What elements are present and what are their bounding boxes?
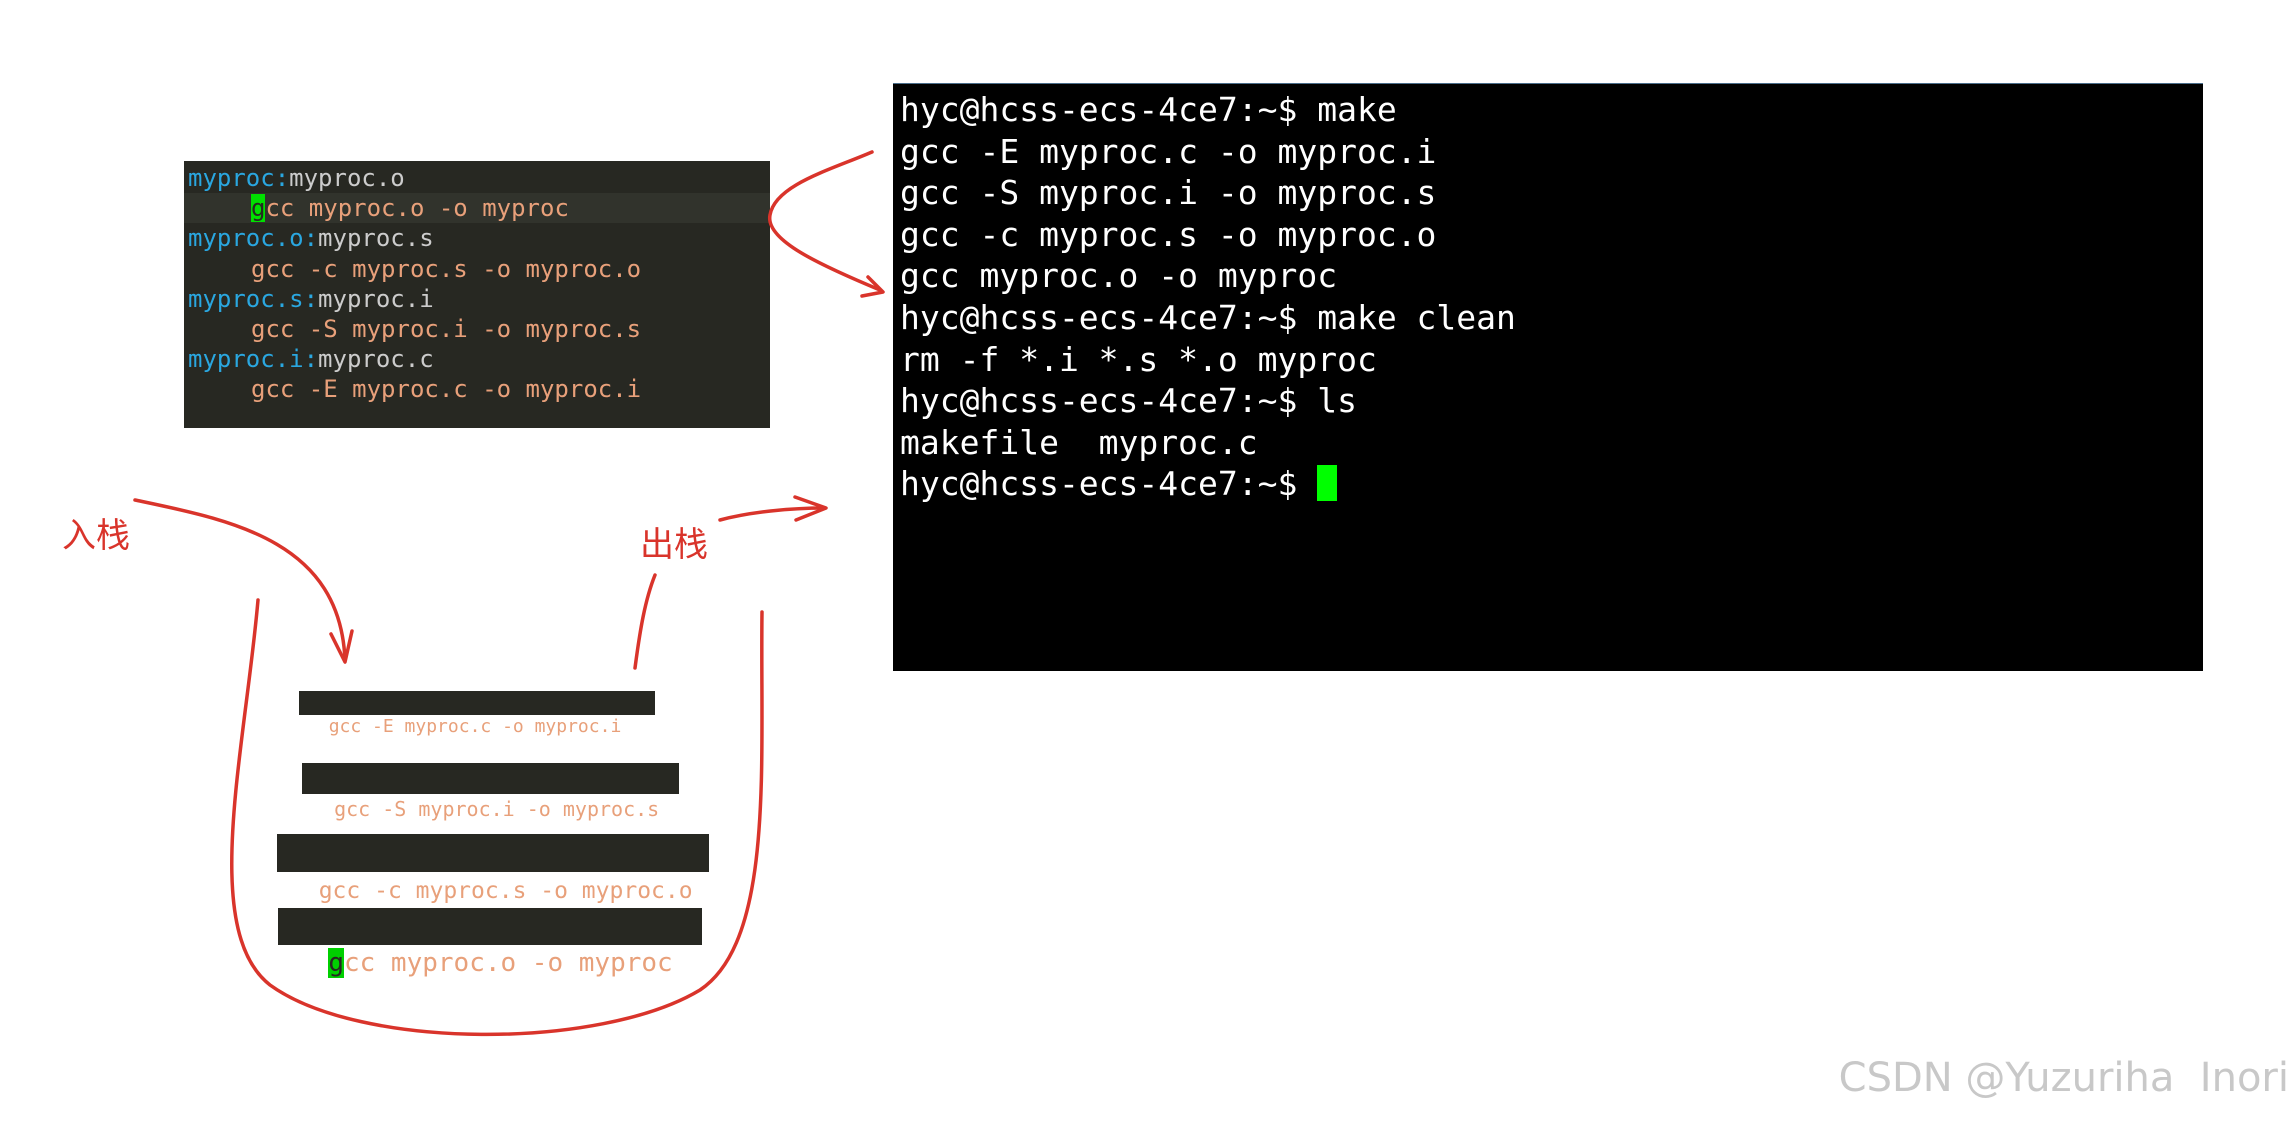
rule-command: gcc -c myproc.s -o myproc.o bbox=[251, 254, 642, 283]
terminal-line: hyc@hcss-ecs-4ce7:~$ make bbox=[900, 90, 1397, 129]
rule-command: gcc -E myproc.c -o myproc.i bbox=[251, 375, 642, 404]
rule-dependency: myproc.o bbox=[289, 164, 405, 192]
terminal-line: hyc@hcss-ecs-4ce7:~$ make clean bbox=[900, 297, 1516, 337]
rule-dependency: myproc.i bbox=[318, 284, 434, 313]
pop-label: 出栈 bbox=[640, 525, 708, 565]
stack-item-text: cc myproc.o -o myproc bbox=[343, 948, 673, 978]
editor-line: gcc -c myproc.s -o myproc.o bbox=[184, 254, 770, 284]
bracket-arrow bbox=[768, 150, 882, 292]
rule-command: gcc -S myproc.i -o myproc.s bbox=[251, 314, 642, 343]
editor-cursor: g bbox=[251, 194, 266, 223]
terminal-window[interactable]: hyc@hcss-ecs-4ce7:~$ make gcc -E myproc.… bbox=[893, 83, 2203, 671]
stack-container bbox=[230, 598, 764, 1037]
editor-line: myproc.i:myproc.c bbox=[184, 344, 770, 374]
stack-item-compile: gcc -S myproc.i -o myproc.s bbox=[302, 763, 679, 821]
editor-line: myproc.s:myproc.i bbox=[184, 284, 770, 314]
rule-target: myproc.o bbox=[188, 224, 304, 253]
pop-arrow bbox=[718, 506, 827, 522]
push-arrowhead bbox=[329, 629, 354, 664]
rule-colon: : bbox=[303, 284, 319, 313]
terminal-line: hyc@hcss-ecs-4ce7:~$ ls bbox=[900, 381, 1357, 421]
rule-colon: : bbox=[303, 345, 319, 374]
stack-item-text: gcc -E myproc.c -o myproc.i bbox=[328, 716, 622, 737]
stack-item-text: gcc -c myproc.s -o myproc.o bbox=[318, 878, 693, 904]
watermark: CSDN @Yuzuriha Inori bbox=[1838, 1055, 2289, 1101]
stack-item-preprocess: gcc -E myproc.c -o myproc.i bbox=[299, 691, 655, 737]
terminal-line: gcc myproc.o -o myproc bbox=[900, 256, 1338, 296]
terminal-prompt-line[interactable]: hyc@hcss-ecs-4ce7:~$ bbox=[900, 463, 2203, 505]
rule-command: cc myproc.o -o myproc bbox=[265, 194, 569, 223]
terminal-line: gcc -S myproc.i -o myproc.s bbox=[900, 173, 1437, 213]
pop-arrow-stem bbox=[633, 573, 657, 670]
rule-target: myproc bbox=[188, 164, 275, 192]
push-label: 入栈 bbox=[62, 516, 130, 556]
editor-line: gcc -S myproc.i -o myproc.s bbox=[184, 314, 770, 344]
editor-line-current: gcc myproc.o -o myproc bbox=[184, 193, 770, 224]
editor-line: gcc -E myproc.c -o myproc.i bbox=[184, 374, 770, 404]
terminal-cursor bbox=[1317, 465, 1338, 502]
rule-colon: : bbox=[274, 164, 290, 192]
terminal-line: makefile myproc.c bbox=[900, 422, 1258, 462]
editor-line: myproc:myproc.o bbox=[184, 163, 770, 193]
rule-colon: : bbox=[303, 224, 319, 253]
pop-arrowhead bbox=[793, 495, 828, 522]
terminal-line: gcc -E myproc.c -o myproc.i bbox=[900, 131, 1437, 171]
makefile-editor: myproc:myproc.o gcc myproc.o -o myproc m… bbox=[184, 161, 770, 428]
bracket-arrowhead bbox=[860, 275, 885, 298]
terminal-line: rm -f *.i *.s *.o myproc bbox=[900, 339, 1377, 379]
stack-item-link: gcc myproc.o -o myproc bbox=[278, 908, 702, 978]
stack-item-text: gcc -S myproc.i -o myproc.s bbox=[334, 797, 660, 821]
editor-line: myproc.o:myproc.s bbox=[184, 223, 770, 253]
stack-cursor: g bbox=[328, 948, 344, 978]
rule-target: myproc.s bbox=[188, 284, 304, 313]
rule-dependency: myproc.c bbox=[318, 345, 434, 374]
push-arrow bbox=[133, 498, 347, 662]
rule-dependency: myproc.s bbox=[318, 224, 434, 253]
terminal-prompt: hyc@hcss-ecs-4ce7:~$ bbox=[900, 464, 1318, 504]
rule-target: myproc.i bbox=[188, 345, 304, 374]
terminal-line: gcc -c myproc.s -o myproc.o bbox=[900, 214, 1437, 254]
stack-item-assemble: gcc -c myproc.s -o myproc.o bbox=[277, 834, 709, 904]
